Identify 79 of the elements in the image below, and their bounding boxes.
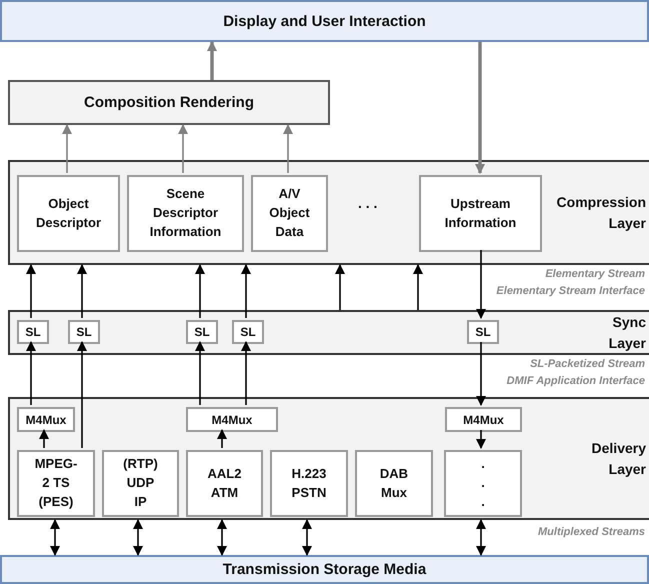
process-box — [17, 407, 75, 432]
layer-band — [8, 397, 649, 520]
process-box — [445, 407, 522, 432]
node-label: Sync Layer — [608, 313, 646, 353]
arrow — [476, 342, 486, 406]
node-label: Object Descriptor — [36, 194, 101, 232]
arrow — [26, 264, 36, 318]
process-box — [419, 175, 542, 252]
process-box — [186, 407, 278, 432]
node-label: Compression Layer — [556, 193, 646, 233]
arrow — [217, 429, 227, 448]
node-label: M4Mux — [212, 412, 252, 426]
node-label: Transmission Storage Media — [222, 561, 426, 578]
process-box — [17, 320, 49, 344]
interface-label: Elementary Stream Interface — [496, 285, 645, 297]
arrow — [77, 341, 87, 448]
arrow — [62, 124, 72, 173]
node-label: . . . — [481, 455, 485, 511]
node-label: Upstream Information — [444, 194, 516, 232]
arrow — [476, 519, 486, 556]
process-box — [186, 320, 218, 344]
arrow — [283, 124, 293, 173]
arrow — [217, 519, 227, 556]
process-box — [8, 80, 330, 125]
arrow — [475, 42, 485, 174]
node-label: SL — [194, 325, 210, 339]
arrow — [77, 264, 87, 318]
interface-label: Multiplexed Streams — [538, 526, 645, 538]
process-box — [68, 320, 100, 344]
node-label: Scene Descriptor Information — [150, 185, 222, 241]
node-label: MPEG-2 TS (PES) — [34, 455, 78, 511]
arrow — [195, 341, 205, 405]
interface-label: DMIF Application Interface — [506, 375, 645, 387]
node-label: DAB Mux — [380, 464, 408, 502]
node-label: SL — [76, 325, 92, 339]
arrow — [50, 519, 60, 556]
node-label: Display and User Interaction — [223, 12, 426, 30]
arrow — [476, 250, 486, 319]
process-box — [17, 450, 95, 517]
media-band — [0, 555, 649, 584]
node-label: SL — [25, 325, 41, 339]
process-box — [102, 450, 179, 517]
arrow — [39, 429, 49, 448]
arrow — [133, 519, 143, 556]
node-label: A/V Object Data — [269, 185, 310, 241]
interface-label: SL-Packetized Stream — [530, 358, 645, 370]
process-box — [270, 450, 348, 517]
process-box — [186, 450, 263, 517]
arrow — [413, 264, 423, 310]
node-label: SL — [475, 325, 491, 339]
ellipsis: . . . — [358, 195, 378, 211]
process-box — [251, 175, 328, 252]
interface-label: Elementary Stream — [545, 268, 645, 280]
process-box — [127, 175, 244, 252]
process-box — [232, 320, 264, 344]
arrow — [207, 41, 217, 80]
node-label: M4Mux — [463, 412, 504, 426]
process-box — [467, 320, 499, 344]
arrow — [241, 341, 251, 405]
arrow — [241, 264, 251, 318]
arrow — [178, 124, 188, 173]
node-label: (RTP) UDP IP — [123, 455, 158, 511]
arrow — [302, 519, 312, 556]
node-label: M4Mux — [26, 412, 66, 426]
node-label: H.223 PSTN — [292, 464, 326, 502]
arrow — [195, 264, 205, 318]
arrow — [335, 264, 345, 310]
process-box — [17, 175, 120, 252]
node-label: Delivery Layer — [592, 439, 646, 479]
process-box — [444, 450, 522, 517]
arrow — [476, 430, 486, 449]
process-box — [355, 450, 433, 517]
arrow — [26, 341, 36, 405]
media-band — [0, 0, 649, 42]
layer-band — [8, 310, 649, 355]
node-label: SL — [240, 325, 256, 339]
node-label: AAL2 ATM — [208, 464, 242, 502]
node-label: Composition Rendering — [84, 94, 254, 111]
layer-band — [8, 160, 649, 265]
